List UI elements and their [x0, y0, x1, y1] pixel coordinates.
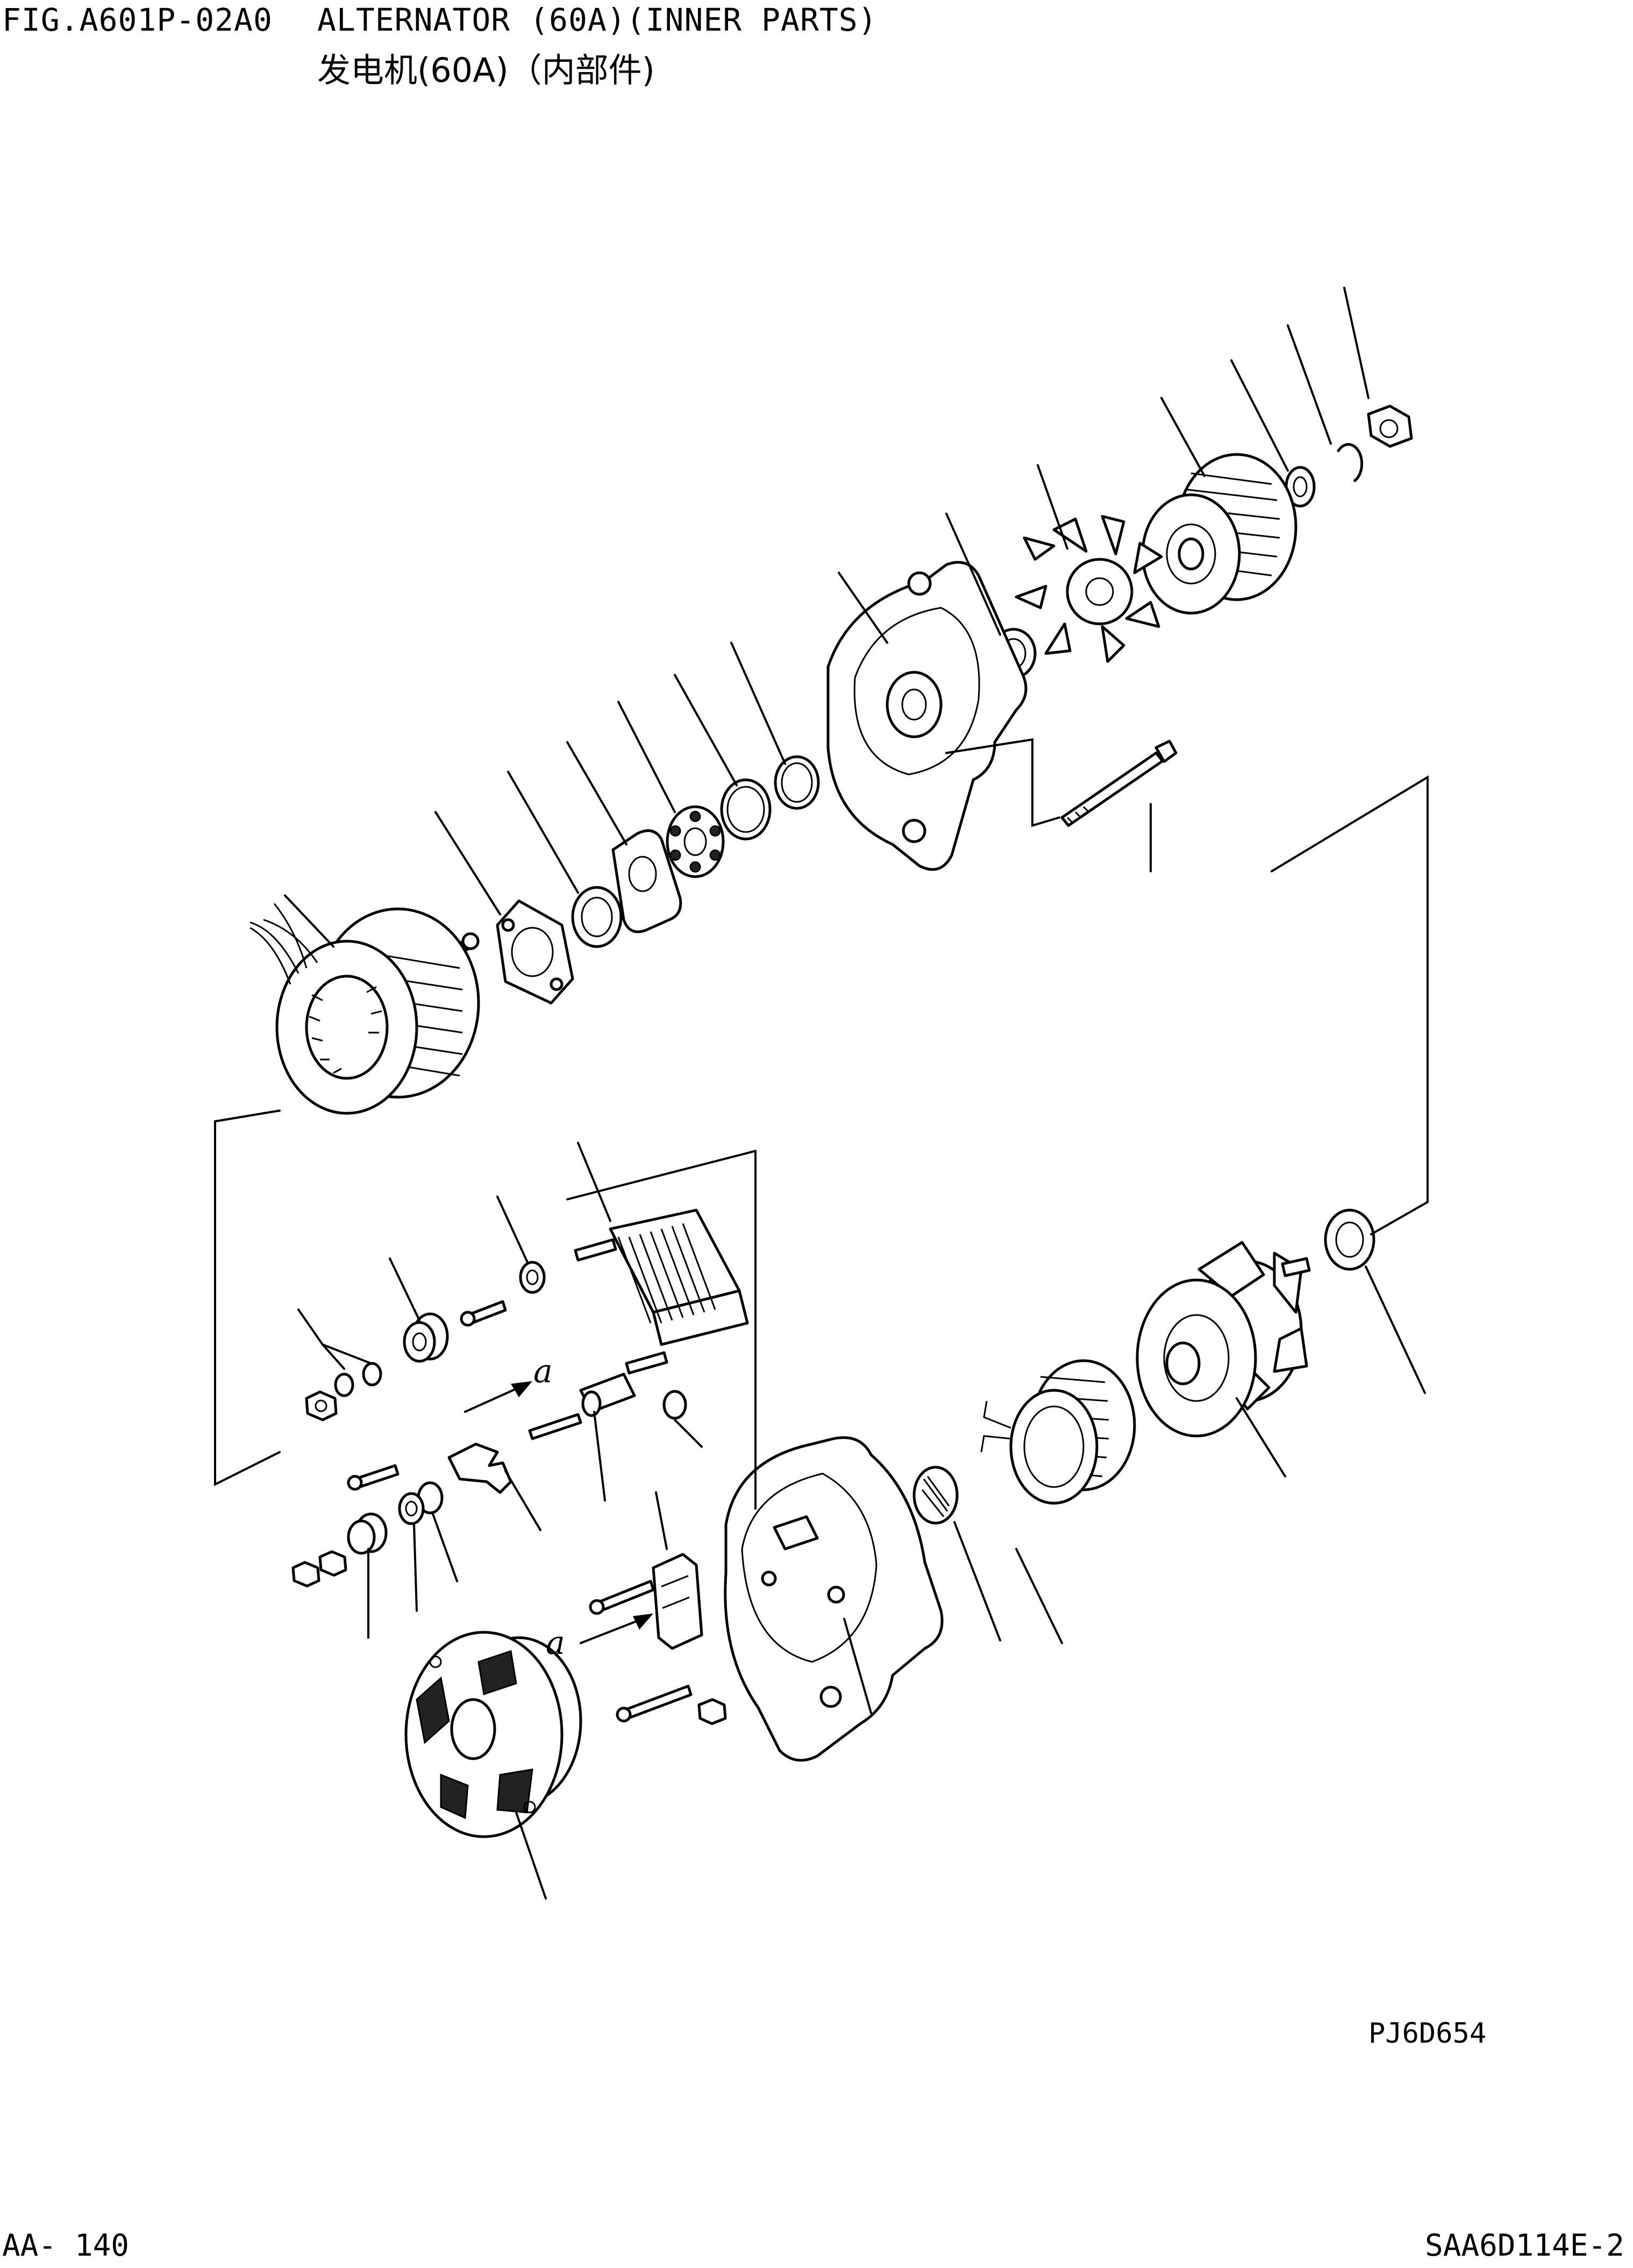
part-oil-seal: [573, 887, 621, 947]
part-brush-holder: [914, 1467, 957, 1523]
arrow-label-a-lower: a: [546, 1624, 565, 1662]
part-screw-2: [348, 1466, 398, 1489]
part-insulating-bush-2: [400, 1483, 442, 1524]
arrow-a-upper: [465, 1381, 532, 1412]
part-nut-1: [306, 1392, 336, 1420]
part-slip-ring-assembly: [981, 1361, 1135, 1503]
part-insulating-bush-1: [520, 1262, 544, 1292]
part-ring-gasket: [722, 780, 770, 839]
part-washer-pair: [336, 1363, 381, 1396]
part-rear-cover: [406, 1632, 581, 1837]
part-rear-frame: [725, 1438, 942, 1760]
part-pulley: [1143, 454, 1296, 613]
part-bushing-2: [348, 1514, 386, 1553]
drawing-id: PJ6D654: [1368, 2017, 1487, 2050]
part-bolt-1: [461, 1302, 505, 1325]
part-nut: [1368, 406, 1411, 446]
part-snap-ring: [1338, 444, 1362, 481]
part-rectifier: [575, 1210, 747, 1373]
part-cooling-fan: [1016, 516, 1161, 662]
part-stator: [250, 904, 479, 1113]
part-insulator: [664, 1391, 686, 1418]
part-bearing-retainer: [497, 901, 573, 1003]
page-number: AA- 140: [2, 2228, 130, 2263]
part-rear-bearing: [1325, 1210, 1374, 1269]
part-regulator: [653, 1554, 702, 1648]
part-front-frame: [828, 563, 1026, 870]
part-screw-4: [617, 1686, 691, 1721]
part-flange-bolt: [699, 1700, 725, 1724]
figure-code: FIG.A601P-02A0: [2, 2, 273, 38]
part-bushing: [404, 1314, 447, 1361]
part-ring-seal: [775, 757, 818, 808]
part-nut-2: [293, 1552, 346, 1586]
arrow-a-lower: [581, 1613, 653, 1643]
part-front-bearing: [667, 807, 723, 877]
part-screw-3: [590, 1581, 653, 1613]
arrow-label-a-upper: a: [533, 1353, 553, 1390]
part-connector: [530, 1374, 634, 1439]
model-code: SAA6D114E-2: [1425, 2228, 1624, 2263]
part-bearing-plate: [613, 830, 681, 932]
figure-title-english: ALTERNATOR (60A)(INNER PARTS): [317, 2, 878, 38]
part-rotor: [1137, 1242, 1309, 1436]
part-terminal-plate: [449, 1444, 511, 1492]
part-through-bolt: [1062, 741, 1176, 826]
figure-title-chinese: 发电机(60A)（内部件): [317, 51, 655, 90]
